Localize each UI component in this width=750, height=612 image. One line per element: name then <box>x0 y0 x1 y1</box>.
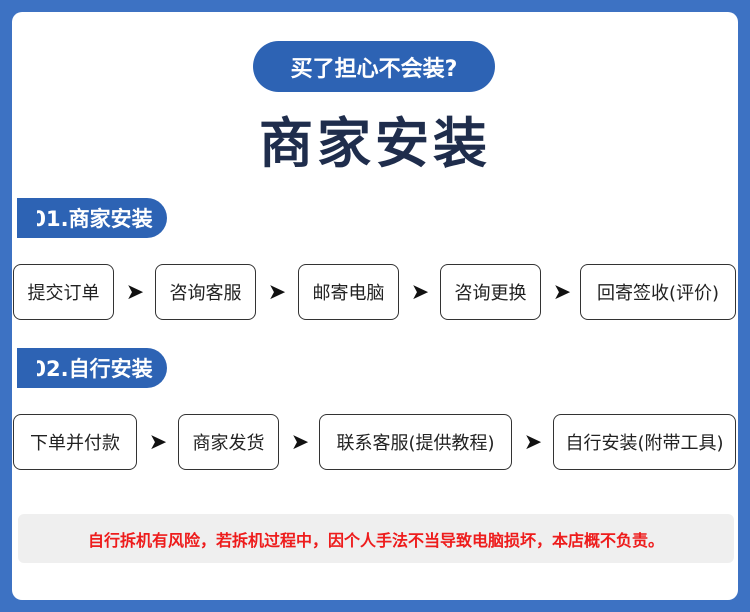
step-consult-service: 咨询客服 <box>155 264 256 320</box>
section-self-install-label: 02.自行安装 <box>17 348 167 388</box>
disclaimer-warning: 自行拆机有风险，若拆机过程中，因个人手法不当导致电脑损坏，本店概不负责。 <box>18 514 734 563</box>
step-merchant-ships: 商家发货 <box>178 414 279 470</box>
question-banner: 买了担心不会装? <box>253 41 495 92</box>
step-order-and-pay: 下单并付款 <box>13 414 137 470</box>
step-consult-replace: 咨询更换 <box>440 264 541 320</box>
arrow-icon: ➤ <box>148 430 168 455</box>
arrow-icon: ➤ <box>552 280 572 305</box>
arrow-icon: ➤ <box>523 430 543 455</box>
step-return-sign-review: 回寄签收(评价) <box>580 264 736 320</box>
arrow-icon: ➤ <box>125 280 145 305</box>
arrow-icon: ➤ <box>290 430 310 455</box>
step-self-install-with-tools: 自行安装(附带工具) <box>553 414 736 470</box>
step-contact-service-tutorial: 联系客服(提供教程) <box>319 414 512 470</box>
step-submit-order: 提交订单 <box>13 264 114 320</box>
arrow-icon: ➤ <box>267 280 287 305</box>
arrow-icon: ➤ <box>410 280 430 305</box>
section-merchant-install-label: 01.商家安装 <box>17 198 167 238</box>
main-title: 商家安装 <box>259 112 491 175</box>
step-mail-computer: 邮寄电脑 <box>298 264 399 320</box>
